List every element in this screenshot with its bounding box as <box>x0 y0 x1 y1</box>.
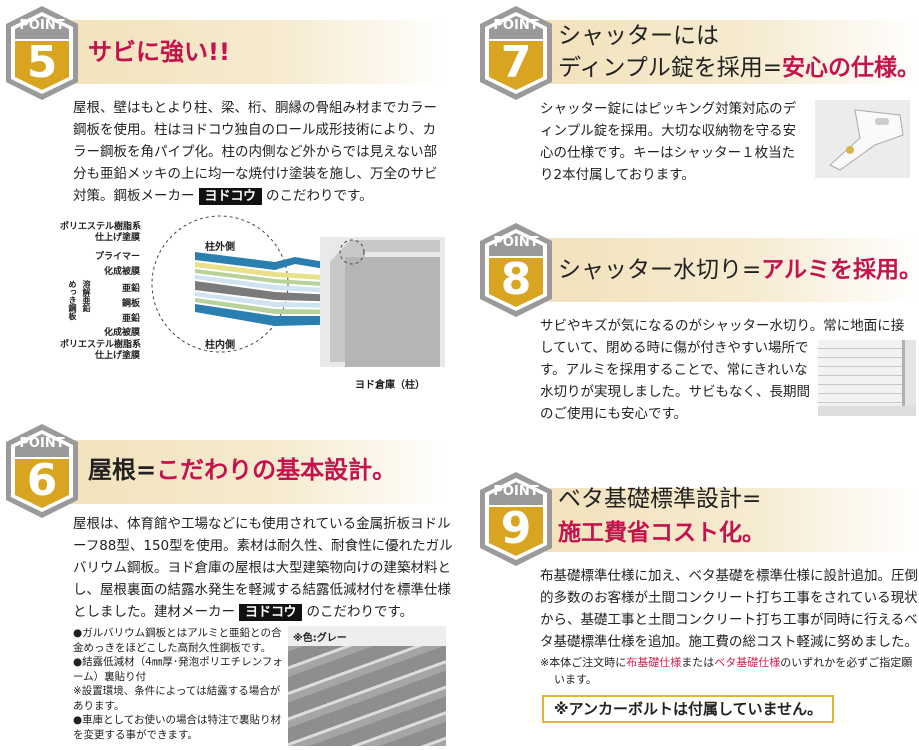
badge-number: 8 <box>500 254 532 305</box>
badge-label: POINT <box>19 18 65 33</box>
shutter-image <box>818 340 916 416</box>
badge-number: 9 <box>500 503 532 554</box>
point-6-badge: POINT 6 <box>3 422 81 520</box>
p8-title-plain: シャッター水切り= <box>558 257 762 283</box>
badge-label: POINT <box>493 18 539 33</box>
p7-title-red: 安心の仕様。 <box>781 55 919 81</box>
p6-title-red: こだわりの基本設計。 <box>156 456 397 484</box>
label-hotdip-group: 溶解亜鉛 <box>82 280 91 312</box>
p8-title-band <box>545 238 919 302</box>
label-conversion-bottom: 化成被膜 <box>103 328 140 338</box>
anchor-bolt-notice: ※アンカーボルトは付属していません。 <box>542 695 835 723</box>
point-5-badge: POINT 5 <box>3 4 81 102</box>
label-plating-group: めっき鋼板 <box>68 280 77 320</box>
point-7-badge: POINT 7 <box>477 4 555 102</box>
p9-title: ベタ基礎標準設計= 施工費省コスト化。 <box>558 482 765 550</box>
label-zinc-bottom: 亜鉛 <box>121 314 140 324</box>
p9-note: ※本体ご注文時に布基礎仕様またはベタ基礎仕様のいずれかを必ずご指定願います。 <box>540 654 918 688</box>
p6-body-text: 屋根は、体育館や工場などにも使用されている金属折板ヨドルーフ88型、150型を使… <box>73 516 453 620</box>
note-mat-foundation: ベタ基礎仕様 <box>714 656 781 669</box>
dimple-key-image <box>815 100 910 178</box>
p7-title-band <box>545 20 919 84</box>
p9-title-line1: ベタ基礎標準設計= <box>558 486 762 512</box>
yodoko-logo: ヨドコウ <box>239 604 303 621</box>
p9-body: 布基礎標準仕様に加え、ベタ基礎を標準仕様に設計追加。圧倒的多数のお客様が土間コン… <box>540 568 918 650</box>
badge-label: POINT <box>493 484 539 499</box>
p9-title-line2: 施工費省コスト化。 <box>558 520 765 546</box>
badge-number: 6 <box>26 455 58 506</box>
label-zinc-top: 亜鉛 <box>121 284 140 294</box>
note-item: ●車庫としてお使いの場合は特注で裏貼り材を変更する事ができます。 <box>73 714 282 741</box>
note-strip-foundation: 布基礎仕様 <box>626 656 682 669</box>
p8-body: していて、閉める時に傷が付きやすい場所です。アルミを採用することで、常にきれいな… <box>540 340 810 422</box>
label-coating-bottom: ポリエステル樹脂系 仕上げ塗膜 <box>60 340 142 361</box>
badge-number: 7 <box>500 37 532 88</box>
p9-title-band <box>545 488 919 552</box>
note-text: または <box>681 656 715 669</box>
label-steel: 鋼板 <box>121 299 140 309</box>
outer-side-label: 柱外側 <box>205 240 235 253</box>
roof-panel-image: ※色:グレー <box>288 626 446 746</box>
p8-title-red: アルミを採用。 <box>761 257 919 283</box>
p5-body-text: 屋根、壁はもとより柱、梁、桁、胴縁の骨組み材までカラー鋼板を使用。柱はヨドコウ独… <box>73 100 438 204</box>
yodoko-logo: ヨドコウ <box>198 188 262 205</box>
p6-body: 屋根は、体育館や工場などにも使用されている金属折板ヨドルーフ88型、150型を使… <box>73 513 453 623</box>
p5-title: サビに強い!! <box>88 38 230 66</box>
badge-label: POINT <box>493 235 539 250</box>
p7-body: シャッター錠にはピッキング対策対応のディンプル錠を採用。大切な収納物を守る安心の… <box>540 101 797 183</box>
label-coating-top: ポリエステル樹脂系 仕上げ塗膜 <box>60 222 142 243</box>
note-item: ※設置環境、条件によっては結露する場合があります。 <box>73 685 281 712</box>
p6-title-band <box>70 440 450 504</box>
p7-title: シャッターには ディンプル錠を採用=安心の仕様。 <box>558 20 919 84</box>
p5-title-band <box>70 20 450 84</box>
note-item: ●ガルバリウム鋼板とはアルミと亜鉛との合金めっきをほどこした高耐久性鋼板です。 <box>73 627 282 654</box>
p6-notes: ●ガルバリウム鋼板とはアルミと亜鉛との合金めっきをほどこした高耐久性鋼板です。 … <box>73 626 285 742</box>
p5-body: 屋根、壁はもとより柱、梁、桁、胴縁の骨組み材までカラー鋼板を使用。柱はヨドコウ独… <box>73 97 448 207</box>
p6-body-end: のこだわりです。 <box>306 604 414 620</box>
p7-title-plain: ディンプル錠を採用= <box>558 55 782 81</box>
p8-body-line1: サビやキズが気になるのがシャッター水切り。常に地面に接 <box>540 318 905 334</box>
rust-layer-diagram: ポリエステル樹脂系 仕上げ塗膜 プライマー 化成被膜 めっき鋼板 溶解亜鉛 亜鉛… <box>60 212 445 397</box>
inner-side-label: 柱内側 <box>205 338 235 351</box>
badge-label: POINT <box>19 436 65 451</box>
pillar-caption: ヨド倉庫（柱） <box>355 378 425 391</box>
note-text: ※本体ご注文時に <box>540 656 627 669</box>
label-conversion-top: 化成被膜 <box>103 267 140 277</box>
color-caption: ※色:グレー <box>293 633 347 644</box>
p8-title: シャッター水切り=アルミを採用。 <box>558 252 919 288</box>
label-primer: プライマー <box>94 252 140 262</box>
point-9-badge: POINT 9 <box>477 470 555 568</box>
p5-body-end: のこだわりです。 <box>265 188 373 204</box>
note-item: ●結露低減材（4㎜厚･発泡ポリエチレンフォーム）裏貼り付 <box>73 656 283 683</box>
key-icon <box>829 109 904 171</box>
p6-title-plain: 屋根= <box>88 456 157 484</box>
p7-title-line1: シャッターには <box>558 23 719 49</box>
layer-illustration: 柱外側 柱内側 ヨド倉庫（柱） <box>151 215 445 391</box>
p6-title: 屋根=こだわりの基本設計。 <box>88 452 396 488</box>
badge-number: 5 <box>26 37 58 88</box>
note-text: のいずれかを必ずご指定願います。 <box>554 656 913 686</box>
point-8-badge: POINT 8 <box>477 221 555 319</box>
